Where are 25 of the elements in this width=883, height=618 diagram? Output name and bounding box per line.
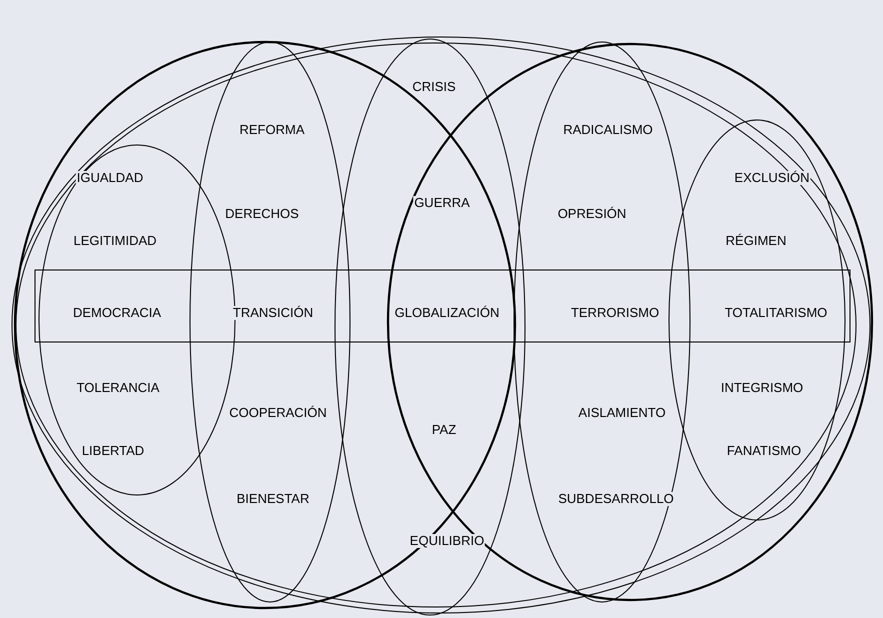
- concept-label: EXCLUSIÓN: [733, 171, 811, 185]
- concept-label: TERRORISMO: [570, 306, 660, 320]
- concept-label: INTEGRISMO: [720, 381, 804, 395]
- concept-label: RÉGIMEN: [724, 234, 788, 248]
- concept-label: GUERRA: [413, 196, 471, 210]
- concept-label: PAZ: [430, 423, 458, 437]
- concept-label: TRANSICIÓN: [232, 306, 314, 320]
- concept-label: REFORMA: [238, 123, 306, 137]
- concept-label: DEMOCRACIA: [72, 306, 162, 320]
- concept-label: IGUALDAD: [76, 171, 144, 185]
- concept-label: GLOBALIZACIÓN: [394, 306, 500, 320]
- concept-label: RADICALISMO: [562, 123, 654, 137]
- concept-label: COOPERACIÓN: [228, 406, 328, 420]
- concept-label: LEGITIMIDAD: [72, 234, 158, 248]
- concept-label: DERECHOS: [224, 207, 300, 221]
- concept-label: LIBERTAD: [80, 444, 146, 458]
- concept-label: EQUILIBRIO: [408, 534, 486, 548]
- concept-label: CRISIS: [411, 80, 457, 94]
- concept-label: BIENESTAR: [236, 492, 310, 506]
- concept-label: FANATISMO: [726, 444, 802, 458]
- concept-label: AISLAMIENTO: [577, 406, 667, 420]
- concept-label: SUBDESARROLLO: [557, 492, 675, 506]
- concept-label: TOTALITARISMO: [724, 306, 828, 320]
- concept-label: OPRESIÓN: [556, 207, 628, 221]
- concept-label: TOLERANCIA: [76, 381, 160, 395]
